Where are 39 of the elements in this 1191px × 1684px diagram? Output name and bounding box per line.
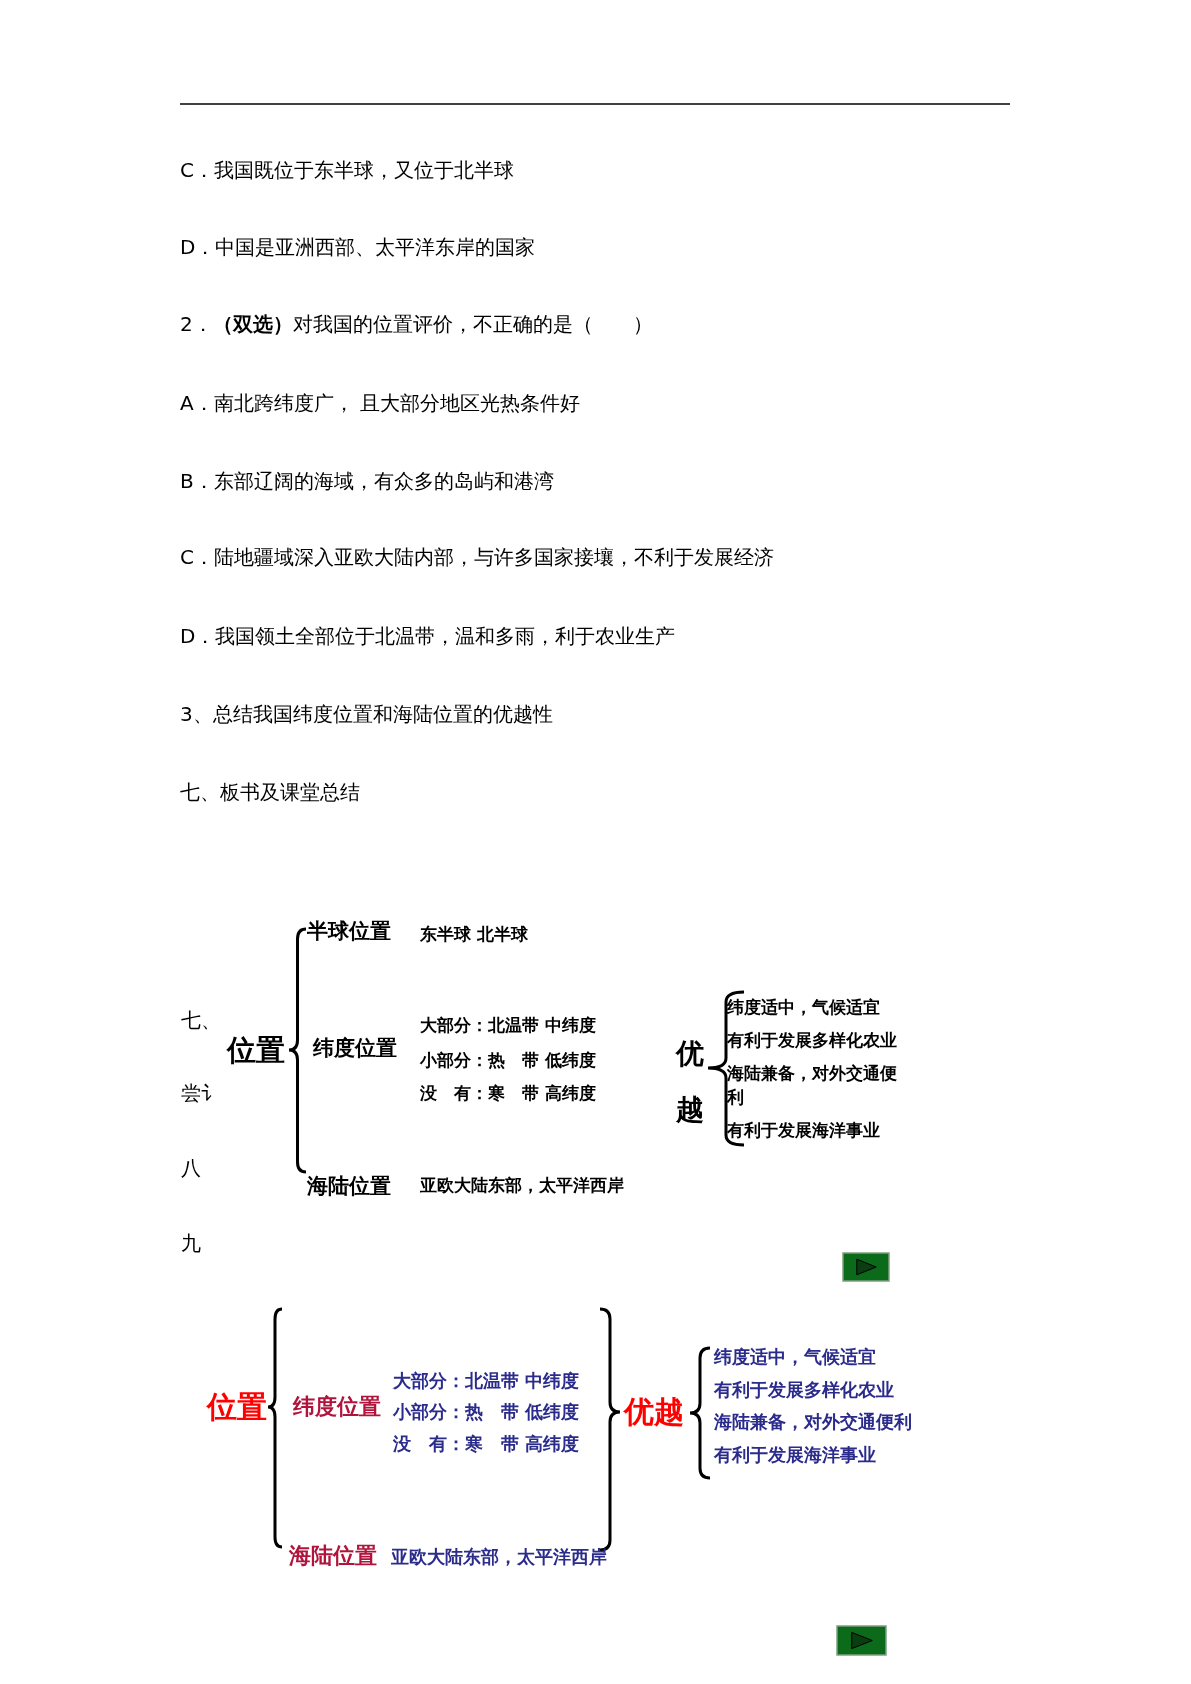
question-option: C．我国既位于东半球，又位于北半球 [180,158,514,182]
partial-heading: 七、 [181,1008,221,1032]
benefit-text: 海陆兼备，对外交通便利 [714,1411,912,1433]
benefit-text: 海陆兼备，对外交通便利 [727,1062,898,1109]
detail-text: 亚欧大陆东部，太平洋西岸 [420,1174,624,1196]
detail-text: 大部分：北温带 中纬度 [393,1370,580,1392]
detail-text: 东半球 北半球 [420,923,528,945]
detail-text: 亚欧大陆东部，太平洋西岸 [391,1546,607,1568]
detail-text: 没 有：寒 带 高纬度 [420,1082,596,1104]
detail-text: 没 有：寒 带 高纬度 [393,1433,580,1455]
main-topic: 位置 [207,1389,267,1425]
partial-heading: 九 [181,1231,201,1255]
benefit-text: 有利于发展多样化农业 [727,1029,897,1051]
benefit-text: 纬度适中，气候适宜 [727,996,880,1018]
detail-text: 小部分：热 带 低纬度 [393,1401,580,1423]
benefit-text: 有利于发展海洋事业 [714,1444,876,1466]
detail-text: 大部分：北温带 中纬度 [420,1014,596,1036]
category-label: 半球位置 [307,919,391,945]
benefit-text: 有利于发展多样化农业 [714,1379,894,1401]
question-option: A．南北跨纬度广， 且大部分地区光热条件好 [180,391,581,415]
category-label: 纬度位置 [313,1036,397,1062]
benefit-text: 纬度适中，气候适宜 [714,1346,876,1368]
question-option: D．我国领土全部位于北温带，温和多雨，利于农业生产 [180,624,676,648]
benefit-text: 有利于发展海洋事业 [727,1119,880,1141]
detail-text: 小部分：热 带 低纬度 [420,1049,596,1071]
question-option: D．中国是亚洲西部、太平洋东岸的国家 [180,235,536,259]
category-label: 海陆位置 [307,1174,391,1200]
category-label: 纬度位置 [293,1393,381,1421]
question-text: 3、总结我国纬度位置和海陆位置的优越性 [180,702,553,726]
question-option: C．陆地疆域深入亚欧大陆内部，与许多国家接壤，不利于发展经济 [180,545,774,569]
partial-heading: 尝讠 [181,1081,221,1105]
partial-heading: 八 [181,1156,201,1180]
vertical-topic: 优越 [676,1036,704,1128]
category-label: 海陆位置 [289,1542,377,1570]
question-option: B．东部辽阔的海域，有众多的岛屿和港湾 [180,469,554,493]
main-topic: 优越 [624,1394,684,1430]
main-topic: 位置 [227,1032,285,1068]
question-text: 2．（双选）对我国的位置评价，不正确的是（ ） [180,312,653,336]
section-heading: 七、板书及课堂总结 [180,780,360,804]
